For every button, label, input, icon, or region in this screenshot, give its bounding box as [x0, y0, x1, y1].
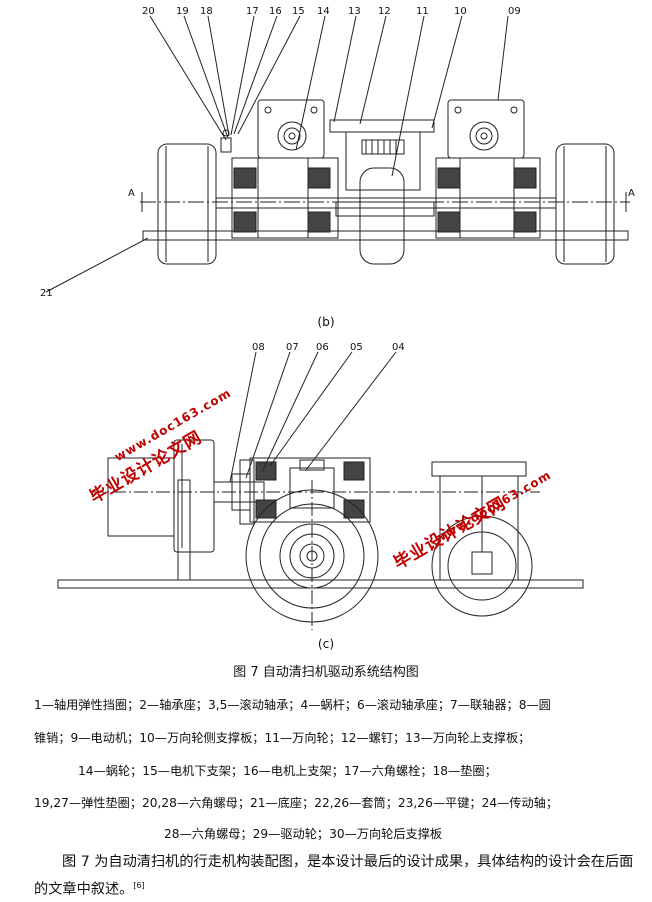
callout-11: 11 — [416, 6, 429, 17]
legend-line-5: 28—六角螺母；29—驱动轮；30—万向轮后支撑板 — [164, 827, 443, 841]
callout-18: 18 — [200, 6, 213, 17]
callout-14: 14 — [317, 6, 330, 17]
legend-line-2: 锥销；9—电动机；10—万向轮侧支撑板；11—万向轮；12—螺钉；13—万向轮上… — [34, 731, 531, 745]
section-mark-right: A — [628, 188, 635, 199]
drawing-c — [57, 351, 584, 630]
callout-07: 07 — [286, 342, 299, 353]
callout-20: 20 — [142, 6, 155, 17]
drawing-b — [45, 15, 630, 293]
right-wheel — [555, 143, 615, 265]
callout-19: 19 — [176, 6, 189, 17]
callout-08: 08 — [252, 342, 265, 353]
assembly-drawing: 20 19 18 17 16 15 14 13 12 11 10 09 21 A… — [40, 6, 635, 630]
callout-05: 05 — [350, 342, 363, 353]
left-wheel — [157, 143, 217, 265]
legend-line-1: 1—轴用弹性挡圈；2—轴承座；3,5—滚动轴承；4—蜗杆；6—滚动轴承座；7—联… — [34, 698, 551, 712]
body-paragraph-text: 图 7 为自动清扫机的行走机构装配图，是本设计最后的设计成果，具体结构的设计会在… — [34, 854, 634, 898]
legend-line-4: 19,27—弹性垫圈；20,28—六角螺母；21—底座；22,26—套筒；23,… — [34, 796, 559, 810]
callout-12: 12 — [378, 6, 391, 17]
figure-caption: 图 7 自动清扫机驱动系统结构图 — [233, 665, 419, 680]
callout-21: 21 — [40, 288, 53, 299]
callout-15: 15 — [292, 6, 305, 17]
callout-06: 06 — [316, 342, 329, 353]
figure-c-label: (c) — [317, 637, 335, 651]
callout-09: 09 — [508, 6, 521, 17]
body-paragraph: 图 7 为自动清扫机的行走机构装配图，是本设计最后的设计成果，具体结构的设计会在… — [34, 850, 634, 902]
callout-10: 10 — [454, 6, 467, 17]
callout-13: 13 — [348, 6, 361, 17]
callout-04: 04 — [392, 342, 405, 353]
legend-line-3: 14—蜗轮；15—电机下支架；16—电机上支架；17—六角螺栓；18—垫圈； — [78, 764, 497, 778]
section-mark-left: A — [128, 188, 135, 199]
figure-b-label: (b) — [317, 315, 335, 329]
callout-16: 16 — [269, 6, 282, 17]
reference-mark: [6] — [133, 881, 145, 890]
callout-17: 17 — [246, 6, 259, 17]
